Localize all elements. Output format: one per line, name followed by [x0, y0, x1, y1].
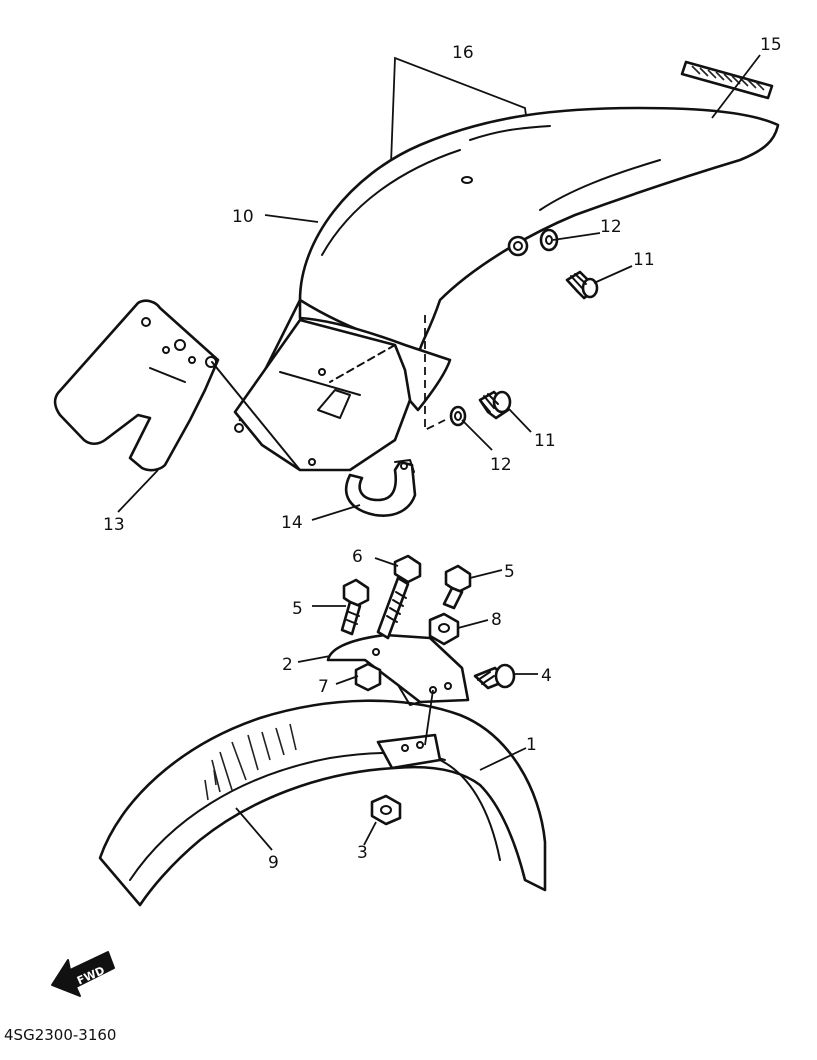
callout-2: 2 — [282, 655, 293, 675]
callout-15: 15 — [760, 35, 782, 55]
callout-16: 16 — [452, 43, 474, 63]
callout-12-upper: 12 — [600, 217, 622, 237]
callout-13: 13 — [103, 515, 125, 535]
reflector-strip — [680, 60, 774, 100]
callout-1: 1 — [526, 735, 537, 755]
callout-labels: 16 15 10 12 11 11 12 13 14 6 5 5 8 2 7 4… — [103, 35, 782, 873]
callout-5-right: 5 — [504, 562, 515, 582]
callout-6: 6 — [352, 547, 363, 567]
callout-9: 9 — [268, 853, 279, 873]
callout-5-left: 5 — [292, 599, 303, 619]
callout-12-lower: 12 — [490, 455, 512, 475]
callout-11-lower: 11 — [534, 431, 556, 451]
callout-10: 10 — [232, 207, 254, 227]
lower-screw-11 — [478, 390, 512, 420]
mud-flap — [53, 299, 301, 472]
upper-screw-11 — [565, 270, 599, 300]
bolt-6 — [376, 554, 422, 640]
leader-lines — [117, 54, 761, 851]
fender-bracket — [326, 610, 470, 746]
nut-7 — [354, 662, 382, 692]
nut-8 — [428, 612, 460, 646]
upper-washer-12 — [539, 228, 559, 252]
diagram-code: 4SG2300-3160 — [4, 1026, 116, 1044]
callout-14: 14 — [281, 513, 303, 533]
lower-washer-12 — [449, 405, 467, 427]
rear-fender — [233, 106, 780, 472]
grab-strap — [344, 459, 417, 517]
callout-11-upper: 11 — [633, 250, 655, 270]
nut-3 — [370, 794, 402, 826]
callout-7: 7 — [318, 677, 329, 697]
bolt-4 — [473, 663, 516, 690]
bolt-5-left — [340, 578, 370, 636]
callout-3: 3 — [357, 843, 368, 863]
callout-4: 4 — [541, 666, 552, 686]
fwd-arrow-icon: FWD — [51, 951, 115, 997]
front-fender — [98, 699, 547, 907]
bolt-5-right — [442, 564, 472, 610]
callout-8: 8 — [491, 610, 502, 630]
